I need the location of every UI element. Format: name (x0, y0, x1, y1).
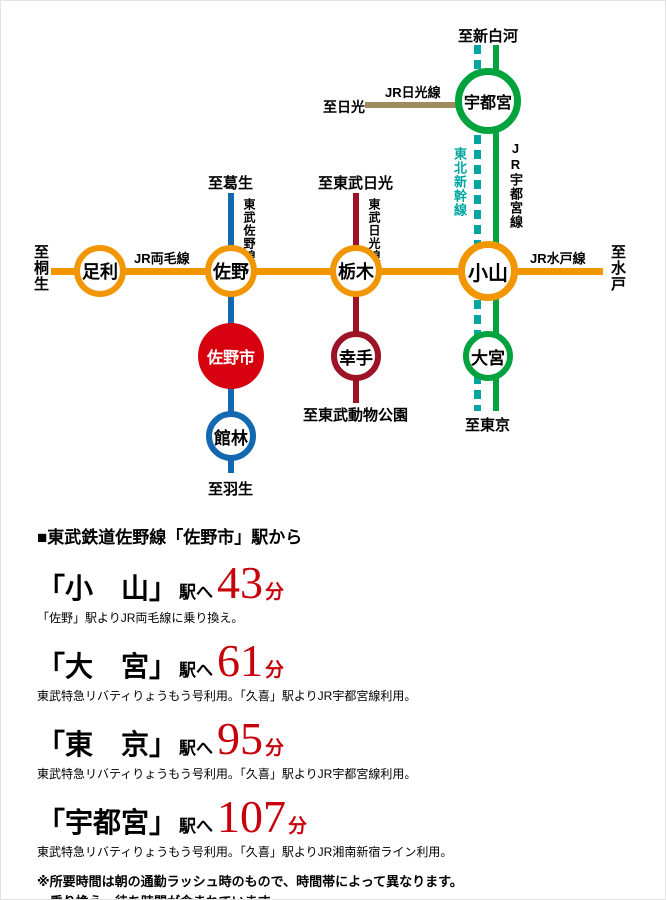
endpoint-to-kiryu: 至桐生 (32, 244, 49, 292)
route-minutes-unit: 分 (288, 816, 308, 837)
station-tatebayashi: 館林 (206, 411, 256, 461)
jr-utsunomiya-line (493, 45, 499, 411)
station-satte: 幸手 (331, 331, 381, 381)
route-time-line: 「宇都宮」 駅へ 107 分 (37, 794, 643, 841)
route-station-name: 「大 宮」 (37, 651, 178, 682)
travel-info: ■東武鉄道佐野線「佐野市」駅から 「小 山」 駅へ 43 分 「佐野」駅よりJR… (37, 523, 643, 900)
route-minutes: 61 (217, 635, 264, 686)
route-note: 東武特急リバティりょうもう号利用。「久喜」駅よりJR湘南新宿ライン利用。 (37, 845, 453, 859)
label-tobu-nikko-line: 東武日光線 (367, 198, 381, 263)
route-station-name: 「宇都宮」 (37, 807, 178, 838)
route-tokyo: 「東 京」 駅へ 95 分 東武特急リバティりょうもう号利用。「久喜」駅よりJR… (37, 716, 643, 782)
route-note: 「佐野」駅よりJR両毛線に乗り換え。 (37, 611, 244, 625)
footnote-line-2: 乗り換え・待ち時間が含まれています。 (50, 892, 643, 900)
route-minutes: 107 (217, 791, 287, 842)
route-omiya: 「大 宮」 駅へ 61 分 東武特急リバティりょうもう号利用。「久喜」駅よりJR… (37, 638, 643, 704)
footnote: ※所要時間は朝の通勤ラッシュ時のもので、時間帯によって異なります。 乗り換え・待… (37, 872, 643, 900)
station-sanoshi: 佐野市 (198, 323, 264, 389)
route-minutes-unit: 分 (265, 738, 285, 759)
route-to-label: 駅へ (179, 583, 214, 602)
footnote-line-1: ※所要時間は朝の通勤ラッシュ時のもので、時間帯によって異なります。 (37, 874, 463, 889)
route-minutes-unit: 分 (265, 582, 285, 603)
station-ashikaga: 足利 (74, 245, 126, 297)
endpoint-to-tobu-zoo-park: 至東武動物公園 (303, 407, 409, 424)
label-jr-mito-line: JR水戸線 (530, 251, 586, 266)
endpoint-to-tokyo: 至東京 (465, 417, 511, 434)
route-station-name: 「東 京」 (37, 729, 178, 760)
endpoint-to-tobu-nikko: 至東武日光 (318, 175, 394, 192)
route-time-line: 「小 山」 駅へ 43 分 (37, 560, 643, 607)
endpoint-to-kuzuu: 至葛生 (208, 175, 254, 192)
station-sano: 佐野 (205, 245, 257, 297)
info-heading: ■東武鉄道佐野線「佐野市」駅から (37, 528, 303, 547)
route-minutes: 95 (217, 713, 264, 764)
route-minutes: 43 (217, 557, 264, 608)
station-utsunomiya: 宇都宮 (455, 68, 521, 134)
station-tochigi: 栃木 (330, 245, 382, 297)
route-to-label: 駅へ (179, 817, 214, 836)
route-oyama: 「小 山」 駅へ 43 分 「佐野」駅よりJR両毛線に乗り換え。 (37, 560, 643, 626)
label-tohoku-shinkansen: 東北新幹線 (452, 147, 467, 217)
route-note: 東武特急リバティりょうもう号利用。「久喜」駅よりJR宇都宮線利用。 (37, 767, 417, 781)
tohoku-shinkansen-line (474, 45, 481, 411)
endpoint-to-nikko: 至日光 (323, 99, 365, 115)
endpoint-to-shin-shirakawa: 至新白河 (458, 28, 519, 45)
endpoint-to-mito: 至水戸 (609, 244, 626, 292)
route-note: 東武特急リバティりょうもう号利用。「久喜」駅よりJR宇都宮線利用。 (37, 689, 417, 703)
label-tobu-sano-line: 東武佐野線 (242, 198, 256, 263)
route-station-name: 「小 山」 (37, 573, 178, 604)
route-time-line: 「東 京」 駅へ 95 分 (37, 716, 643, 763)
label-jr-nikko-line: JR日光線 (385, 85, 441, 100)
tobu-nikko-line (353, 193, 359, 403)
route-time-line: 「大 宮」 駅へ 61 分 (37, 638, 643, 685)
jr-ryomo-line (51, 268, 603, 275)
label-jr-utsunomiya-line: JR宇都宮線 (508, 141, 523, 229)
endpoint-to-hanyu: 至羽生 (208, 481, 254, 498)
rail-map: 至桐生 至水戸 至葛生 至羽生 至東武日光 至東武動物公園 至新白河 至東京 至… (1, 1, 665, 516)
route-utsunomiya: 「宇都宮」 駅へ 107 分 東武特急リバティりょうもう号利用。「久喜」駅よりJ… (37, 794, 643, 860)
route-to-label: 駅へ (179, 739, 214, 758)
route-to-label: 駅へ (179, 661, 214, 680)
route-minutes-unit: 分 (265, 660, 285, 681)
station-oyama: 小山 (458, 241, 518, 301)
station-omiya: 大宮 (463, 331, 513, 381)
jr-nikko-line (365, 102, 457, 108)
label-jr-ryomo-line: JR両毛線 (134, 251, 190, 266)
